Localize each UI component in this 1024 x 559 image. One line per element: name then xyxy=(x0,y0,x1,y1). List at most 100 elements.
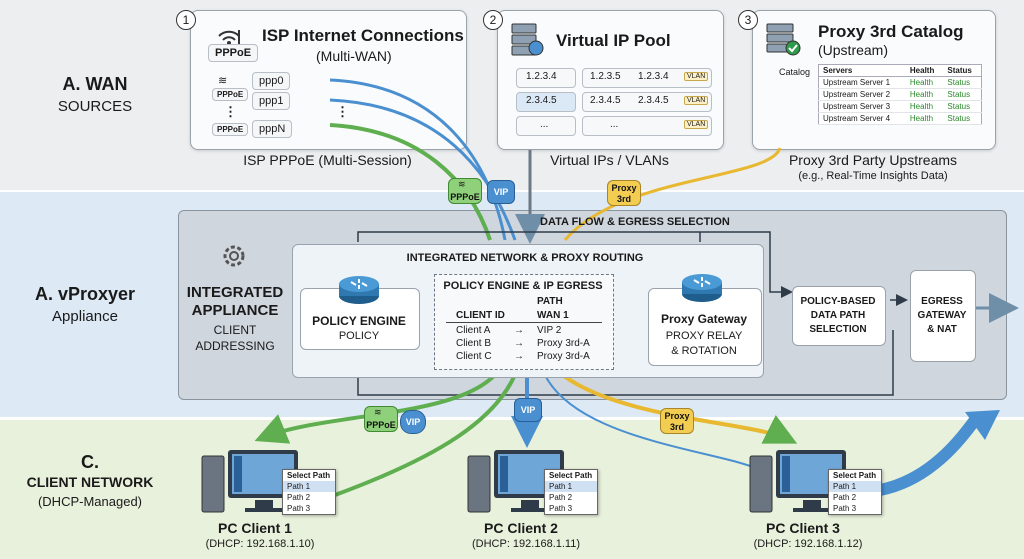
egress-row-client: Client C xyxy=(456,351,492,362)
ip-value: 2.3.4.5 xyxy=(590,95,621,106)
gear-icon xyxy=(218,240,250,272)
path-option-1[interactable]: Path 1 xyxy=(545,481,597,492)
policy-path-line2: DATA PATH xyxy=(810,310,866,321)
pc-client-2[interactable] xyxy=(466,448,566,518)
egress-col-path: PATH xyxy=(537,296,563,307)
egress-line3: & NAT xyxy=(927,324,957,335)
server-name: Upstream Server 1 xyxy=(818,76,906,89)
catalog-label: Catalog xyxy=(779,67,811,77)
proxy-title: Proxy 3rd Catalog xyxy=(818,22,964,41)
ip-cell xyxy=(516,92,576,112)
divider xyxy=(446,322,602,323)
vip-caption: Virtual IPs / VLANs xyxy=(550,152,669,168)
table-row: Upstream Server 1 Health Status xyxy=(818,76,982,89)
path-option-1[interactable]: Path 1 xyxy=(283,481,335,492)
vip-badge: VIP xyxy=(514,398,542,422)
select-path-menu[interactable]: Select Path Path 1 Path 2 Path 3 xyxy=(282,469,336,515)
client-section-title: CLIENT NETWORK xyxy=(26,474,154,490)
server-name: Upstream Server 2 xyxy=(818,88,906,101)
server-health: Health xyxy=(905,100,944,113)
path-option-1[interactable]: Path 1 xyxy=(829,481,881,492)
policy-engine-title: POLICY ENGINE xyxy=(312,314,406,328)
arrow-right-icon: → xyxy=(514,325,524,336)
egress-col-wan: WAN 1 xyxy=(537,310,569,321)
wifi-icon: ≋ xyxy=(374,407,382,417)
proxy-caption: Proxy 3rd Party Upstreams xyxy=(788,152,958,168)
ip-value: 2.3.4.5 xyxy=(638,95,669,106)
pppoe-mini-label: PPPoE xyxy=(212,88,249,101)
ip-cell xyxy=(582,92,712,112)
catalog-header: Health xyxy=(905,64,944,77)
path-option-3[interactable]: Path 3 xyxy=(549,504,573,513)
vip-badge: VIP xyxy=(400,410,426,434)
routing-title: INTEGRATED NETWORK & PROXY ROUTING xyxy=(406,252,644,264)
pc-client-1[interactable] xyxy=(200,448,300,518)
proxy-subtitle: (Upstream) xyxy=(818,42,889,58)
server-rack-icon xyxy=(510,22,546,62)
appliance-title-2: APPLIANCE xyxy=(191,302,279,319)
ip-cell xyxy=(516,68,576,88)
ip-value: 1.2.3.5 xyxy=(590,71,621,82)
egress-table-title: POLICY ENGINE & IP EGRESS xyxy=(443,280,603,292)
more-sessions-dots: ⋮ xyxy=(224,104,237,119)
policy-engine-sub: POLICY xyxy=(338,330,380,342)
select-path-menu[interactable]: Select Path Path 1 Path 2 Path 3 xyxy=(544,469,598,515)
client-3-name: PC Client 3 xyxy=(766,520,840,536)
path-option-2[interactable]: Path 2 xyxy=(549,493,573,502)
session-ppp0: ppp0 xyxy=(252,72,291,90)
step-number-1: 1 xyxy=(176,10,196,30)
path-option-3[interactable]: Path 3 xyxy=(833,504,857,513)
vlan-tag: VLAN xyxy=(684,96,709,105)
egress-row-path: VIP 2 xyxy=(537,325,562,336)
router-icon xyxy=(680,264,724,308)
policy-path-box xyxy=(792,286,886,346)
wifi-icon: ≋ xyxy=(458,179,466,189)
egress-line2: GATEWAY xyxy=(917,310,967,321)
table-row: Upstream Server 4 Health Status xyxy=(818,112,982,125)
ip-cell xyxy=(582,68,712,88)
client-section-letter: C. xyxy=(81,452,99,472)
appliance-title: INTEGRATED xyxy=(186,284,284,301)
egress-gateway-box xyxy=(910,270,976,362)
client-1-name: PC Client 1 xyxy=(218,520,292,536)
ip-cell xyxy=(582,116,712,136)
path-option-2[interactable]: Path 2 xyxy=(833,493,857,502)
catalog-header: Status xyxy=(943,64,982,77)
proxy-gateway-title: Proxy Gateway xyxy=(660,312,748,326)
egress-row-client: Client B xyxy=(456,338,492,349)
server-health: Health xyxy=(905,112,944,125)
wan-section-subtitle: SOURCES xyxy=(57,98,133,115)
path-option-3[interactable]: Path 3 xyxy=(287,504,311,513)
client-1-dhcp: (DHCP: 192.168.1.10) xyxy=(205,538,315,550)
proxy-caption-sub: (e.g., Real-Time Insights Data) xyxy=(798,170,948,182)
step-number-3: 3 xyxy=(738,10,758,30)
vip-badge: VIP xyxy=(487,180,515,204)
proxy-gateway-sub-2: & ROTATION xyxy=(671,345,737,357)
appliance-sub-2: ADDRESSING xyxy=(195,339,275,353)
ip-value: 2.3.4.5 xyxy=(526,95,557,106)
session-ppp1: ppp1 xyxy=(252,92,291,110)
server-check-icon xyxy=(765,20,805,60)
egress-row-path: Proxy 3rd-A xyxy=(537,351,590,362)
pppoe-badge: PPPoE xyxy=(364,406,398,432)
client-3-dhcp: (DHCP: 192.168.1.12) xyxy=(753,538,863,550)
proxy-badge: Proxy 3rd xyxy=(660,408,694,434)
pppoe-badge: PPPoE xyxy=(448,178,482,204)
select-path-menu[interactable]: Select Path Path 1 Path 2 Path 3 xyxy=(828,469,882,515)
vlan-tag: VLAN xyxy=(684,120,709,129)
wan-section-title: A. WAN xyxy=(62,74,128,94)
step-number-2: 2 xyxy=(483,10,503,30)
server-status: Status xyxy=(943,76,982,89)
data-flow-label: DATA FLOW & EGRESS SELECTION xyxy=(540,216,730,228)
vlan-tag: VLAN xyxy=(684,72,709,81)
computer-icon xyxy=(201,450,298,513)
computer-icon xyxy=(467,450,564,513)
egress-line1: EGRESS xyxy=(921,296,963,307)
path-option-2[interactable]: Path 2 xyxy=(287,493,311,502)
proxy-gateway-sub: PROXY RELAY xyxy=(665,330,743,342)
select-path-title: Select Path xyxy=(287,471,331,480)
vip-title: Virtual IP Pool xyxy=(556,31,671,50)
table-row: Upstream Server 2 Health Status xyxy=(818,88,982,101)
egress-row-client: Client A xyxy=(456,325,491,336)
catalog-header: Servers xyxy=(818,64,906,77)
